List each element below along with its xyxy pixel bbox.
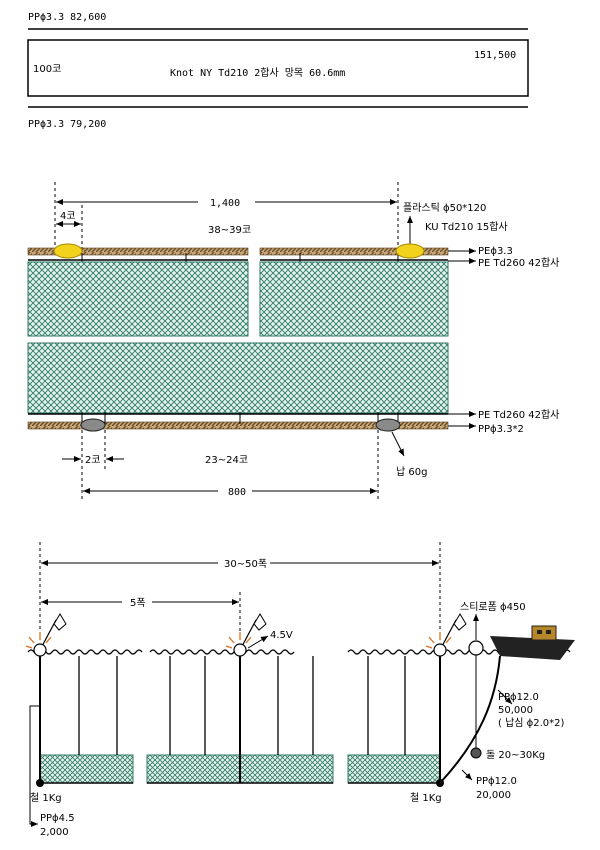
mesh-count-bottom: 23~24코 [205,455,248,466]
dropper-lines [39,656,441,783]
upper-rope-label: PPϕ3.3 82,600 [28,12,106,23]
light-icon [225,632,252,649]
box-right-label: 151,500 [474,50,516,61]
mainline-label: PPϕ12.0 [498,692,539,703]
mesh-count-top: 38~39코 [208,225,251,236]
lower-rope-label: PPϕ3.3 79,200 [28,119,106,130]
water-surface [149,649,295,655]
sinker-label: 납 60g [396,466,427,478]
left-rope-bracket [29,705,40,827]
anchor-rope-length: 20,000 [476,790,511,801]
flag-icon [453,613,467,631]
net-box [27,39,529,97]
bottom-line-label: PE Td260 42합사 [478,409,559,421]
box-left-label: 100코 [33,64,61,75]
headrope-left [27,247,249,256]
flag-icon [53,613,67,631]
footrope-label: PPϕ3.3*2 [478,424,524,435]
net-panel [27,261,249,337]
left-rope-label: PPϕ4.5 [40,813,75,824]
left-rope-length: 2,000 [40,827,69,838]
dim-overall: 30~50폭 [224,558,267,570]
boat-icon [490,625,575,660]
pointer-line [391,431,405,457]
net-panel [39,754,134,784]
marker-buoy-1 [25,613,67,657]
net-panel [259,261,449,337]
stone-weight [470,747,482,759]
top-line-label: PE Td260 42합사 [478,257,559,269]
dim-total: 1,400 [210,198,240,209]
float-icon [53,243,83,259]
water-surface [27,649,143,655]
styrofoam-buoy [468,640,484,656]
top-section: PPϕ3.3 82,600 100코 Knot NY Td210 2합사 망목 … [27,12,529,130]
net-panel [27,342,449,414]
float-label: 플라스틱 ϕ50*120 [403,202,486,214]
dim-sinker-gap: 2코 [85,455,101,466]
pointer-line [247,635,269,649]
float-icon [395,243,425,259]
headrope-label: PEϕ3.3 [478,246,513,257]
buoy-label: 스티로폼 ϕ450 [460,601,526,613]
light-label: 4.5V [270,630,293,641]
dim-float-gap: 4코 [60,211,76,222]
sinker-icon [375,418,401,432]
net-panel [347,754,441,784]
net-panel [146,754,241,784]
float-line-label: KU Td210 15합사 [425,221,508,233]
iron-right-label: 철 1Kg [410,792,442,804]
stone-label: 돌 20~30Kg [486,749,545,761]
marker-buoy-2 [225,613,267,657]
iron-left-label: 철 1Kg [30,792,62,804]
anchor-rope-label: PPϕ12.0 [476,776,517,787]
deployment: 30~50폭 5폭 4.5V [25,542,575,838]
dim-unit: 5폭 [130,597,146,609]
net-detail: 1,400 4코 38~39코 플라스틱 ϕ50*120 KU Td210 15… [27,182,559,500]
dim-sinker-spacing: 800 [228,487,246,498]
mainline [439,655,501,784]
pointer-line [461,769,473,781]
box-center-label: Knot NY Td210 2합사 망목 60.6mm [170,67,345,79]
light-icon [425,632,452,649]
net-panel [239,754,334,784]
mainline-note: ( 납심 ϕ2.0*2) [498,717,565,729]
pointer-line [497,689,513,705]
sinker-icon [80,418,106,432]
mainline-length: 50,000 [498,705,533,716]
flag-icon [253,613,267,631]
iron-weight [36,779,44,787]
light-icon [25,632,52,649]
